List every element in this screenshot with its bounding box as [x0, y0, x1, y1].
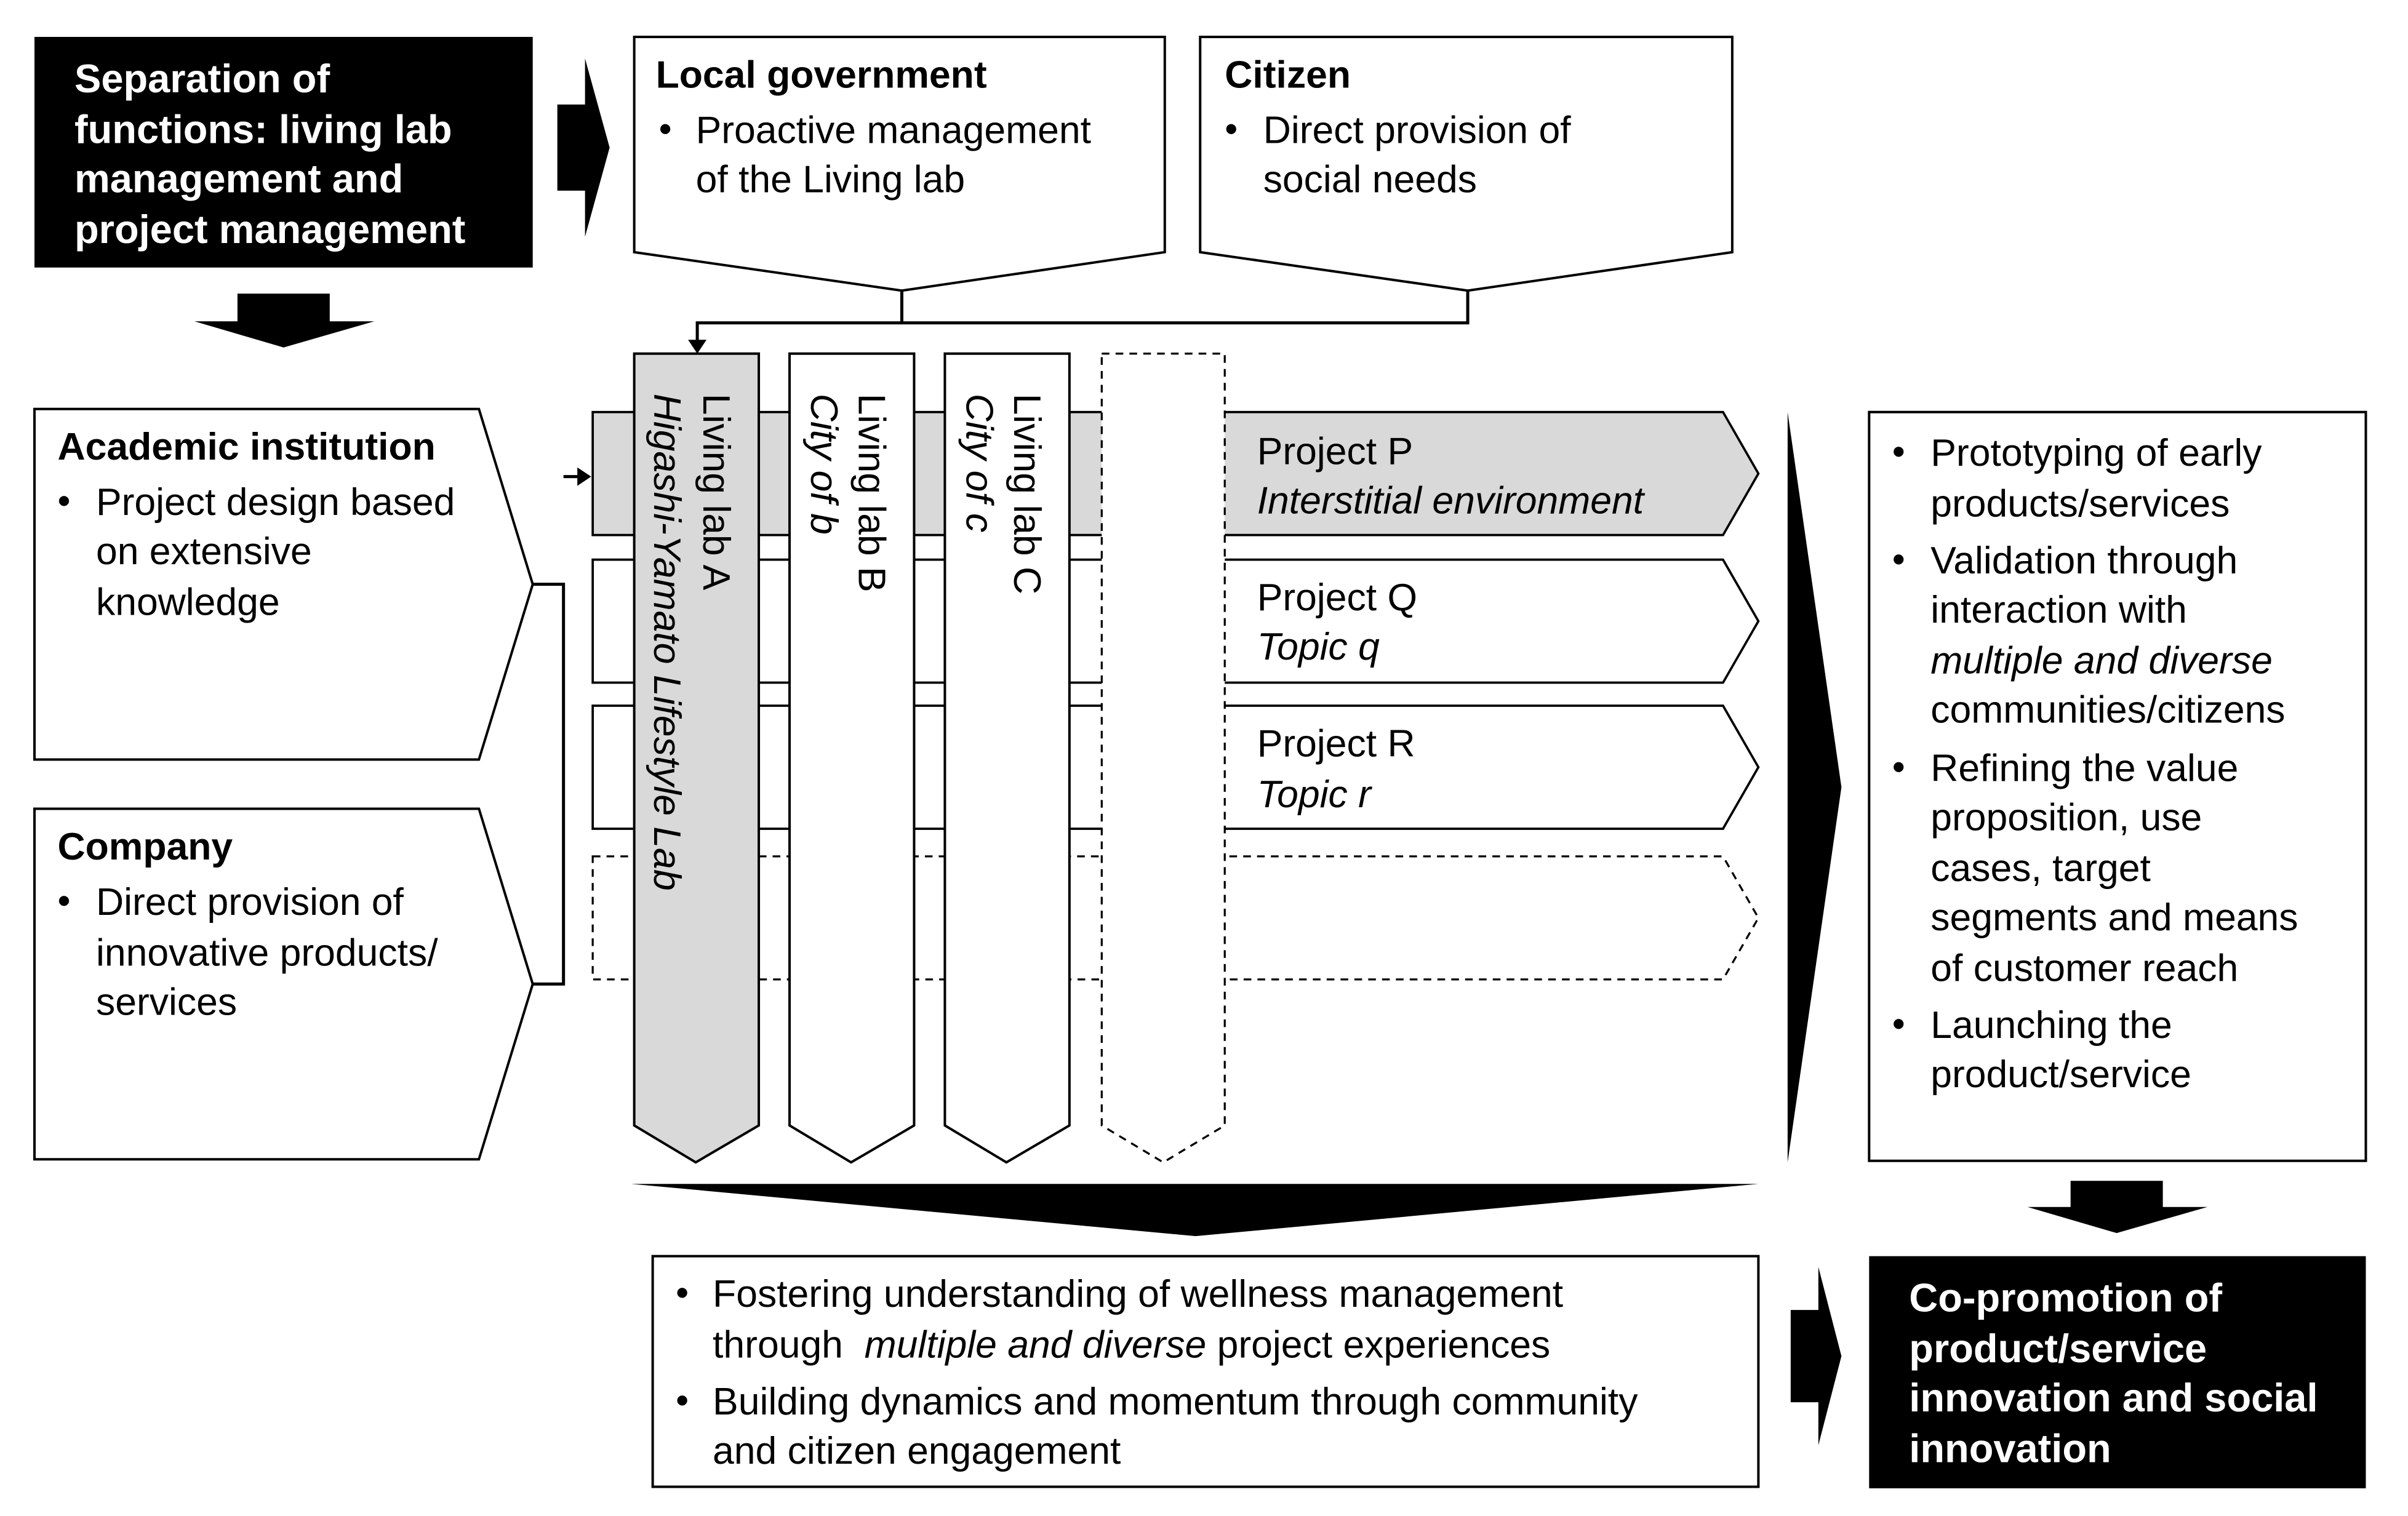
separation-line: management and: [74, 156, 403, 201]
copromotion-line: Co-promotion of: [1909, 1275, 2222, 1320]
callout-connector: [900, 290, 1470, 325]
local-government-callout: Local government • Proactive management …: [633, 35, 1166, 292]
academic-text: on extensive: [96, 530, 312, 573]
right-chevron-icon: [557, 58, 610, 237]
living-lab-subtitle: City of c: [958, 394, 1001, 533]
bottom-summary-box: • Fostering understanding of wellness ma…: [651, 1255, 1760, 1488]
citizen-text: social needs: [1263, 158, 1477, 201]
project-topic: Topic r: [1257, 773, 1372, 816]
stakeholder-connector: [532, 583, 566, 986]
outcome-text: Launching the: [1930, 1003, 2172, 1047]
copromotion-line: innovation: [1909, 1426, 2111, 1471]
bullet-glyph: •: [1892, 539, 1905, 580]
academic-text: Project design based: [96, 481, 455, 524]
separation-line: project management: [74, 207, 465, 252]
bullet-glyph: •: [1225, 108, 1238, 150]
bullet-glyph: •: [676, 1380, 689, 1421]
outcome-text: multiple and diverse: [1930, 639, 2273, 682]
outcome-text: communities/citizens: [1930, 688, 2285, 732]
outcome-text: product/service: [1930, 1053, 2191, 1096]
academic-callout: Academic institution • Project design ba…: [33, 407, 534, 761]
outcome-text: segments and means: [1930, 896, 2298, 939]
bullet-glyph: •: [1892, 431, 1905, 473]
living-lab-b: Living lab B City of b: [788, 352, 916, 1164]
copromotion-line: product/service: [1909, 1326, 2207, 1371]
outcome-text: cases, target: [1930, 847, 2151, 890]
copromotion-box: Co-promotion of product/service innovati…: [1869, 1256, 2366, 1489]
company-text: innovative products/: [96, 931, 438, 974]
project-name: Project R: [1257, 722, 1415, 765]
local-government-title: Local government: [656, 53, 987, 96]
copromotion-line: innovation and social: [1909, 1375, 2318, 1420]
outcome-text: proposition, use: [1930, 796, 2202, 839]
local-government-text: Proactive management: [696, 108, 1091, 151]
living-lab-c: Living lab C City of c: [943, 352, 1071, 1164]
outcome-text: of customer reach: [1930, 946, 2238, 989]
separation-line: functions: living lab: [74, 106, 452, 151]
project-name: Project P: [1257, 430, 1413, 473]
bullet-glyph: •: [58, 880, 71, 921]
bullet-glyph: •: [1892, 1003, 1905, 1044]
arrowhead-icon: [577, 467, 591, 486]
living-lab-a: Living lab A Higashi-Yamato Lifestyle La…: [633, 352, 761, 1164]
outcome-text: Validation through: [1930, 539, 2238, 582]
outcome-text: Prototyping of early: [1930, 431, 2262, 474]
bottom-text: Fostering understanding of wellness mana…: [713, 1272, 1563, 1315]
citizen-title: Citizen: [1225, 53, 1351, 96]
outcome-text: interaction with: [1930, 588, 2187, 631]
company-text: services: [96, 980, 237, 1023]
right-chevron-icon: [1790, 1267, 1842, 1446]
arrowhead-icon: [688, 340, 707, 354]
bottom-text: Building dynamics and momentum through c…: [713, 1380, 1638, 1423]
company-text: Direct provision of: [96, 880, 404, 924]
project-name: Project Q: [1257, 576, 1417, 619]
outcome-text: Refining the value: [1930, 746, 2238, 789]
right-wedge-arrow-icon: [1787, 412, 1842, 1163]
outcome-text: products/services: [1930, 482, 2230, 525]
down-arrow-icon: [2027, 1181, 2208, 1234]
project-topic: Interstitial environment: [1257, 479, 1646, 522]
bullet-glyph: •: [676, 1272, 689, 1314]
living-lab-subtitle: City of b: [802, 394, 846, 535]
living-lab-subtitle: Higashi-Yamato Lifestyle Lab: [646, 394, 689, 891]
company-title: Company: [58, 825, 233, 868]
bottom-text: and citizen engagement: [713, 1429, 1121, 1472]
living-lab-name: Living lab C: [1006, 394, 1049, 594]
bullet-glyph: •: [58, 481, 71, 522]
company-callout: Company • Direct provision of innovative…: [33, 807, 534, 1161]
separation-box: Separation of functions: living lab mana…: [34, 36, 533, 268]
bullet-glyph: •: [659, 108, 672, 150]
down-wedge-arrow-icon: [631, 1184, 1759, 1237]
living-lab-name: Living lab A: [695, 394, 738, 591]
separation-line: Separation of: [74, 56, 330, 101]
citizen-text: Direct provision of: [1263, 108, 1572, 151]
outcomes-box: • Prototyping of early products/services…: [1868, 410, 2367, 1162]
living-lab-empty: [1100, 353, 1226, 1164]
local-government-text: of the Living lab: [696, 158, 966, 201]
callout-connector: [695, 321, 902, 341]
living-lab-name: Living lab B: [850, 394, 893, 592]
bottom-text: through multiple and diverse project exp…: [713, 1323, 1550, 1366]
academic-title: Academic institution: [58, 425, 436, 468]
citizen-callout: Citizen • Direct provision of social nee…: [1199, 35, 1734, 292]
project-topic: Topic q: [1257, 625, 1380, 668]
academic-text: knowledge: [96, 581, 280, 624]
down-arrow-icon: [194, 293, 375, 348]
bullet-glyph: •: [1892, 746, 1905, 788]
